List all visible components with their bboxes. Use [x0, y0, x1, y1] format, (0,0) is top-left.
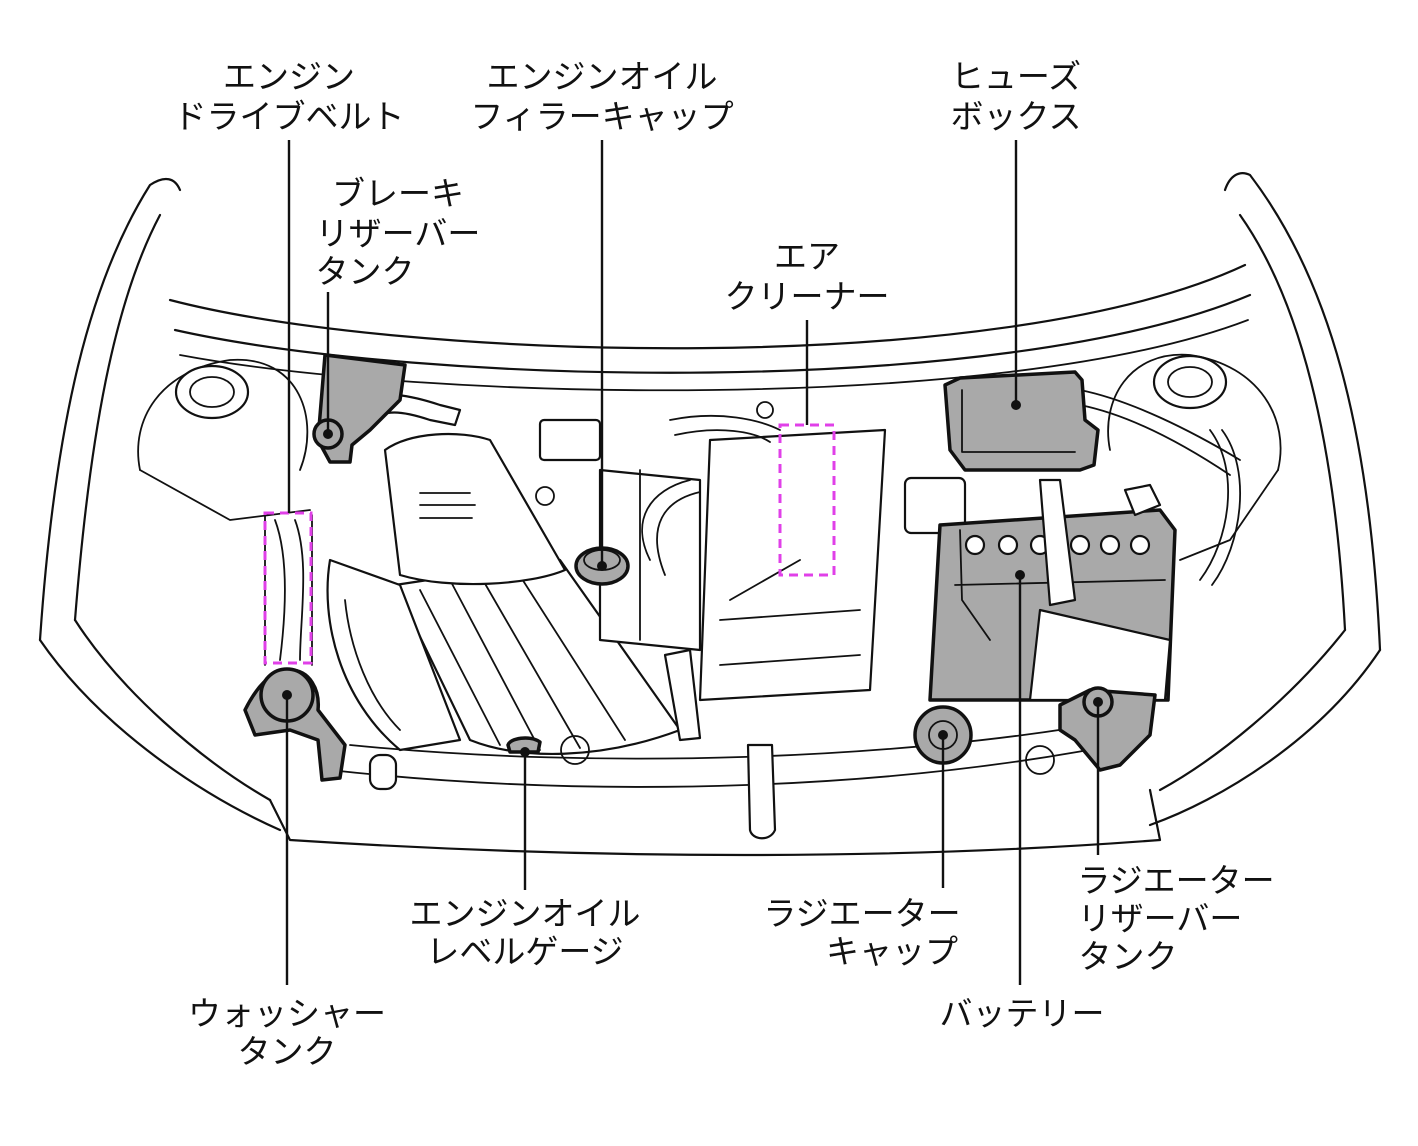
label-washer-tank-line1: ウォッシャー — [188, 994, 386, 1033]
label-oil-level-gauge-line2: レベルゲージ — [426, 932, 623, 971]
label-air-cleaner-line2: クリーナー — [725, 277, 890, 316]
dot-oil-filler-cap — [597, 561, 607, 571]
dot-brake-reservoir — [323, 429, 333, 439]
label-fuse-box-line1: ヒューズ — [951, 57, 1081, 96]
label-oil-level-gauge: エンジンオイル レベルゲージ — [410, 894, 641, 971]
leader-dots — [282, 400, 1103, 757]
label-radiator-cap: ラジエーター キャップ — [763, 894, 960, 971]
label-fuse-box-line2: ボックス — [950, 97, 1081, 136]
label-drive-belt: エンジン ドライブベルト — [174, 57, 405, 136]
label-air-cleaner: エア クリーナー — [725, 237, 890, 316]
car-body-outline — [38, 172, 1382, 857]
label-radiator-reservoir: ラジエーター リザーバー タンク — [1077, 861, 1274, 976]
label-battery: バッテリー — [940, 994, 1105, 1033]
washer-tank-component — [243, 667, 347, 782]
dot-washer-tank — [282, 690, 292, 700]
battery-component — [928, 478, 1177, 702]
radiator-reservoir-component — [1058, 686, 1157, 772]
label-drive-belt-line1: エンジン — [223, 57, 355, 96]
label-fuse-box: ヒューズ ボックス — [950, 57, 1081, 136]
dot-radiator-reservoir — [1093, 697, 1103, 707]
drive-belt-highlight — [263, 511, 313, 665]
label-oil-level-gauge-line1: エンジンオイル — [410, 894, 641, 933]
label-drive-belt-line2: ドライブベルト — [174, 97, 405, 136]
dot-oil-level-gauge — [520, 747, 530, 757]
label-oil-filler-cap-line1: エンジンオイル — [487, 57, 718, 96]
label-radiator-cap-line1: ラジエーター — [763, 894, 960, 933]
dot-radiator-cap — [938, 730, 948, 740]
dot-battery — [1015, 570, 1025, 580]
fuse-box-component — [943, 370, 1100, 472]
label-oil-filler-cap-line2: フィラーキャップ — [470, 97, 733, 136]
dot-fuse-box — [1011, 400, 1021, 410]
label-washer-tank: ウォッシャー タンク — [188, 994, 386, 1071]
label-brake-reservoir-line2: リザーバー — [316, 214, 481, 253]
label-radiator-reservoir-line1: ラジエーター — [1077, 861, 1274, 900]
label-oil-filler-cap: エンジンオイル フィラーキャップ — [470, 57, 733, 136]
label-radiator-reservoir-line3: タンク — [1079, 937, 1178, 976]
label-brake-reservoir-line1: ブレーキ — [332, 174, 464, 213]
label-washer-tank-line2: タンク — [238, 1032, 337, 1071]
label-radiator-reservoir-line2: リザーバー — [1078, 899, 1243, 938]
label-brake-reservoir-line3: タンク — [316, 252, 415, 291]
label-brake-reservoir: ブレーキ リザーバー タンク — [316, 174, 481, 291]
engine-details — [264, 389, 1242, 840]
brake-reservoir-component — [312, 353, 407, 464]
leader-lines — [285, 140, 1100, 985]
oil-level-gauge-component — [506, 736, 542, 754]
label-air-cleaner-line1: エア — [774, 237, 840, 276]
label-battery-line1: バッテリー — [940, 994, 1105, 1033]
label-radiator-cap-line2: キャップ — [826, 932, 958, 971]
air-cleaner-highlight — [778, 423, 836, 577]
